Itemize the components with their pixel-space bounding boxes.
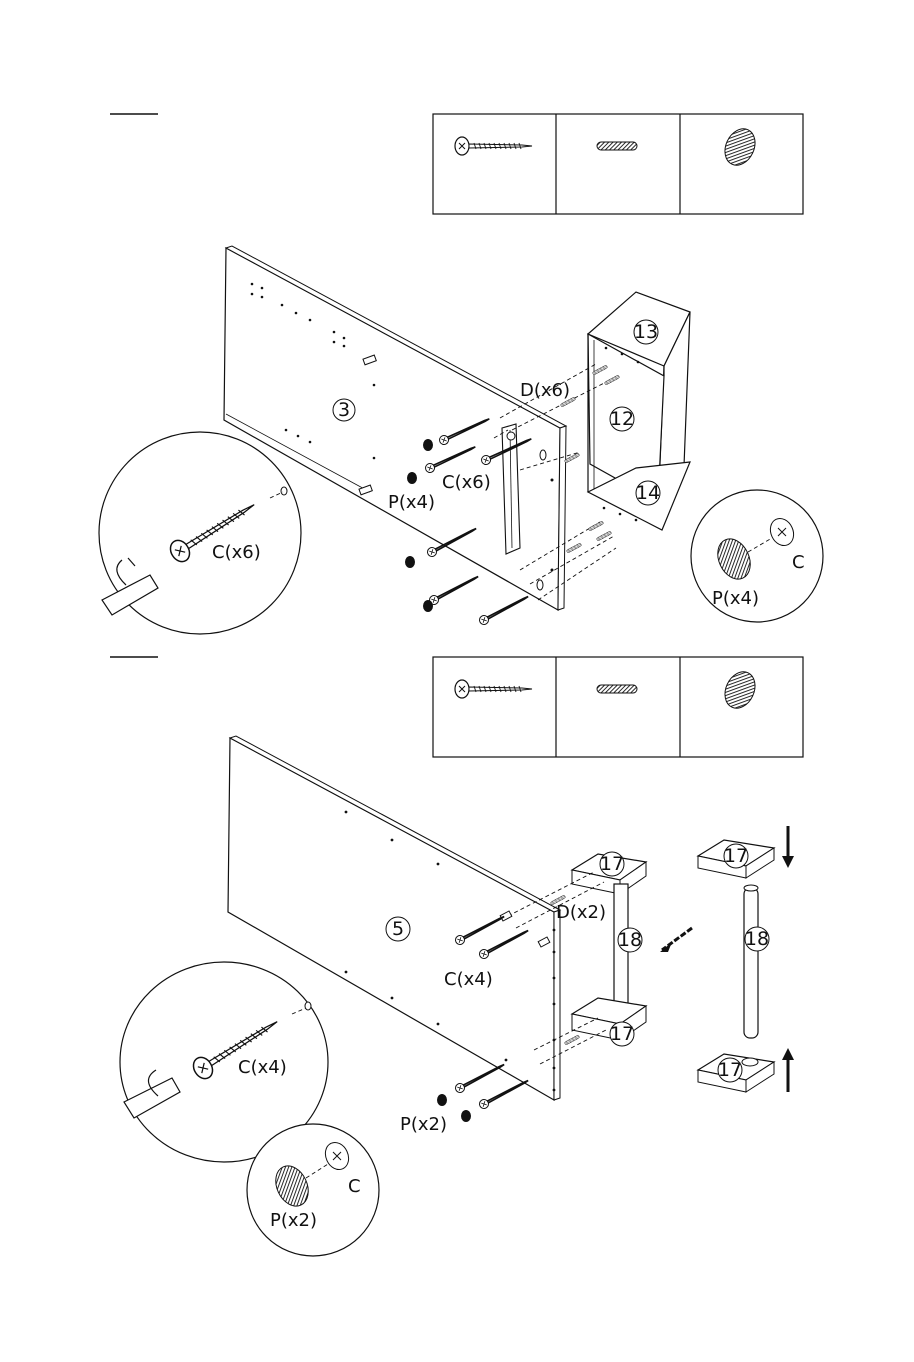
label-dowels-2: D(x2) — [556, 902, 606, 923]
part-label-top-panel: 13 — [634, 321, 658, 343]
dowel-icon-2 — [597, 685, 637, 693]
detail-circle-screwdriver: C(x6) — [99, 432, 301, 634]
detail-label-caps: P(x4) — [712, 588, 759, 609]
label-caps-2: P(x2) — [400, 1114, 447, 1135]
label-dowels: D(x6) — [520, 380, 570, 401]
label-screws-2: C(x4) — [444, 969, 493, 990]
part-label-bracket-top: 17 — [600, 853, 624, 875]
part-label-middle-panel: 12 — [610, 408, 634, 430]
hardware-box — [433, 114, 803, 214]
cabinet-box: 13 12 14 — [588, 292, 690, 530]
bracket-post-assembly: 17 18 17 — [572, 852, 692, 1046]
part-label-bottom-panel: 14 — [636, 482, 660, 504]
detail-label-screws: C(x6) — [212, 542, 261, 563]
part-label-bracket-bottom: 17 — [610, 1023, 634, 1045]
detail-label-c-2: C — [348, 1176, 361, 1197]
detail-circle-cap: C P(x4) — [691, 490, 823, 622]
part-label-back-panel: 3 — [338, 399, 350, 421]
part-label-exploded-post: 18 — [745, 928, 769, 950]
step-two: 5 17 18 17 17 — [110, 657, 803, 1256]
detail-label-screws-2: C(x4) — [238, 1057, 287, 1078]
detail-label-caps-2: P(x2) — [270, 1210, 317, 1231]
step-one: 3 13 12 14 — [99, 114, 823, 634]
label-screws: C(x6) — [442, 472, 491, 493]
dowel-icon — [597, 142, 637, 150]
label-caps: P(x4) — [388, 492, 435, 513]
hardware-box-2 — [433, 657, 803, 757]
detail-circle-cap-2: C P(x2) — [247, 1124, 379, 1256]
part-label-post: 18 — [618, 929, 642, 951]
part-label-exploded-top: 17 — [724, 845, 748, 867]
part-label-back-panel-5: 5 — [392, 918, 404, 940]
part-label-exploded-bottom: 17 — [718, 1059, 742, 1081]
exploded-parts: 17 18 17 — [698, 826, 794, 1092]
detail-label-c: C — [792, 552, 805, 573]
